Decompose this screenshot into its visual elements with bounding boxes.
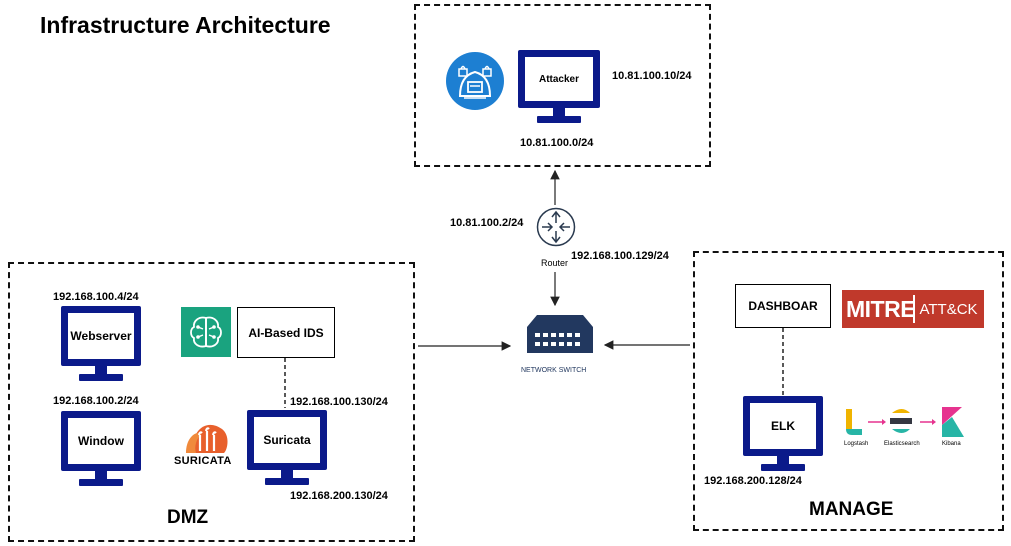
suricata-logo-text: SURICATA <box>174 455 232 467</box>
attacker-monitor: Attacker <box>518 50 600 124</box>
logstash-label: Logstash <box>844 441 869 447</box>
attack-text: ATT&CK <box>919 300 978 318</box>
manage-label: MANAGE <box>809 499 894 520</box>
attacker-label: Attacker <box>525 57 593 101</box>
dmz-zone <box>8 262 415 542</box>
mitre-divider <box>913 295 915 323</box>
elk-stack-logo: Logstash Elasticsearch Kibana <box>840 405 975 453</box>
ai-brain-icon <box>181 307 231 357</box>
kibana-label: Kibana <box>942 441 961 447</box>
router-wan-ip: 10.81.100.2/24 <box>450 217 524 229</box>
suricata-label: Suricata <box>254 417 320 463</box>
mitre-text: MITRE <box>846 295 916 322</box>
elk-ip: 192.168.200.128/24 <box>704 475 802 487</box>
window-monitor: Window <box>61 411 141 487</box>
hacker-icon <box>446 52 504 110</box>
diagram-title: Infrastructure Architecture <box>40 12 331 38</box>
elk-monitor: ELK <box>743 396 823 472</box>
router-lan-ip: 192.168.100.129/24 <box>571 250 669 262</box>
dashboard-box: DASHBOAR <box>735 284 831 328</box>
mitre-attack-logo: MITRE ATT&CK <box>842 290 984 328</box>
window-label: Window <box>68 418 134 464</box>
elasticsearch-label: Elasticsearch <box>884 441 920 447</box>
window-ip: 192.168.100.2/24 <box>53 395 139 407</box>
webserver-monitor: Webserver <box>61 306 141 382</box>
ai-based-ids-box: AI-Based IDS <box>237 307 335 358</box>
attacker-ip: 10.81.100.10/24 <box>612 70 692 82</box>
webserver-ip: 192.168.100.4/24 <box>53 291 139 303</box>
network-switch-label: NETWORK SWITCH <box>521 367 587 374</box>
attacker-zone <box>414 4 711 167</box>
suricata-ip-1: 192.168.100.130/24 <box>290 396 388 408</box>
router-label: Router <box>541 258 569 268</box>
network-switch-icon <box>525 313 595 355</box>
router-icon <box>536 207 576 247</box>
webserver-label: Webserver <box>68 313 134 359</box>
attacker-network: 10.81.100.0/24 <box>520 137 594 149</box>
suricata-logo: SURICATA <box>172 413 238 469</box>
suricata-ip-2: 192.168.200.130/24 <box>290 490 388 502</box>
manage-zone <box>693 251 1004 531</box>
dmz-label: DMZ <box>167 507 209 528</box>
elk-label: ELK <box>750 403 816 449</box>
suricata-monitor: Suricata <box>247 410 327 486</box>
